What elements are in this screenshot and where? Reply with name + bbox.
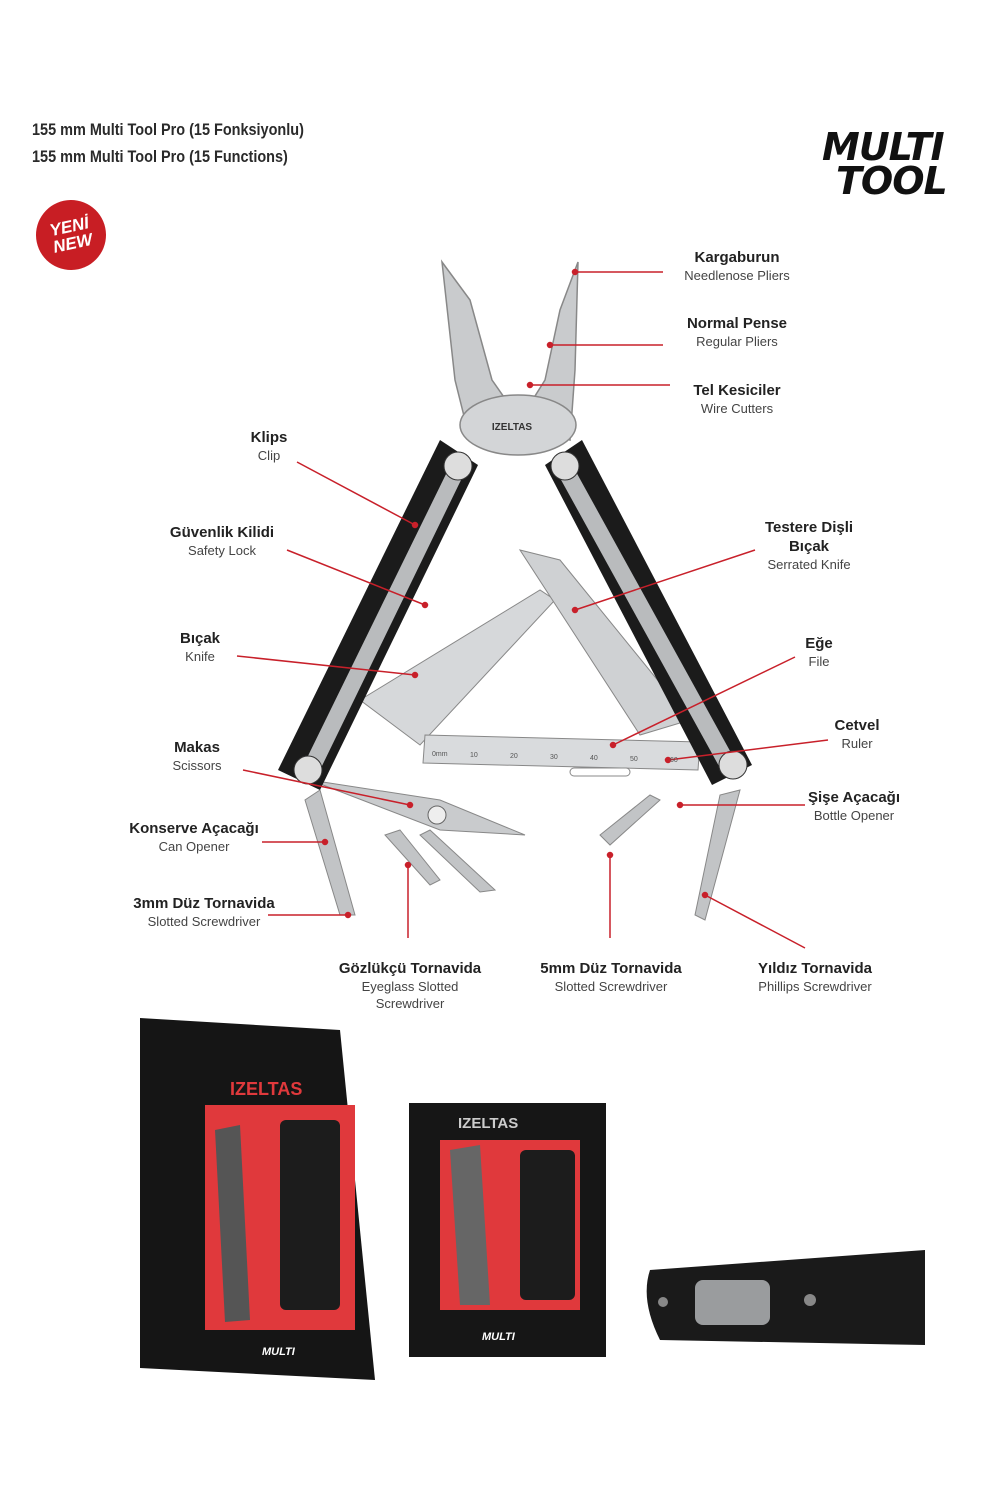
- plier-jaws: IZELTAS: [440, 259, 579, 456]
- svg-text:MULTI: MULTI: [482, 1331, 516, 1343]
- ruler-tick: 30: [550, 754, 558, 761]
- ruler-tick: 40: [590, 755, 598, 762]
- title-turkish: 155 mm Multi Tool Pro (15 Fonksiyonlu): [32, 120, 304, 139]
- svg-text:IZELTAS: IZELTAS: [492, 422, 533, 433]
- screwdrivers: [304, 789, 741, 921]
- right-handle: [545, 440, 752, 785]
- ruler-tick-labels: 0mm 10 20 30 40 50 60: [432, 751, 678, 764]
- ruler-tick: 20: [510, 753, 518, 760]
- ruler-tick: 60: [670, 757, 678, 764]
- left-handle: [278, 440, 478, 790]
- ruler-tick: 50: [630, 756, 638, 763]
- ruler-tick: 10: [470, 752, 478, 759]
- ruler-tick: 0mm: [432, 751, 448, 758]
- leader-lines: [236, 268, 829, 949]
- retail-box-small: IZELTAS MULTI: [409, 1103, 606, 1357]
- svg-text:IZELTAS: IZELTAS: [458, 1115, 518, 1132]
- belt-pouch: [646, 1250, 925, 1345]
- svg-text:MULTI: MULTI: [262, 1346, 296, 1358]
- title-english: 155 mm Multi Tool Pro (15 Functions): [32, 147, 288, 166]
- ruler: [422, 734, 701, 777]
- retail-box-large: IZELTAS MULTI: [140, 1018, 375, 1380]
- svg-text:IZELTAS: IZELTAS: [230, 1079, 302, 1099]
- scissors: [309, 779, 526, 836]
